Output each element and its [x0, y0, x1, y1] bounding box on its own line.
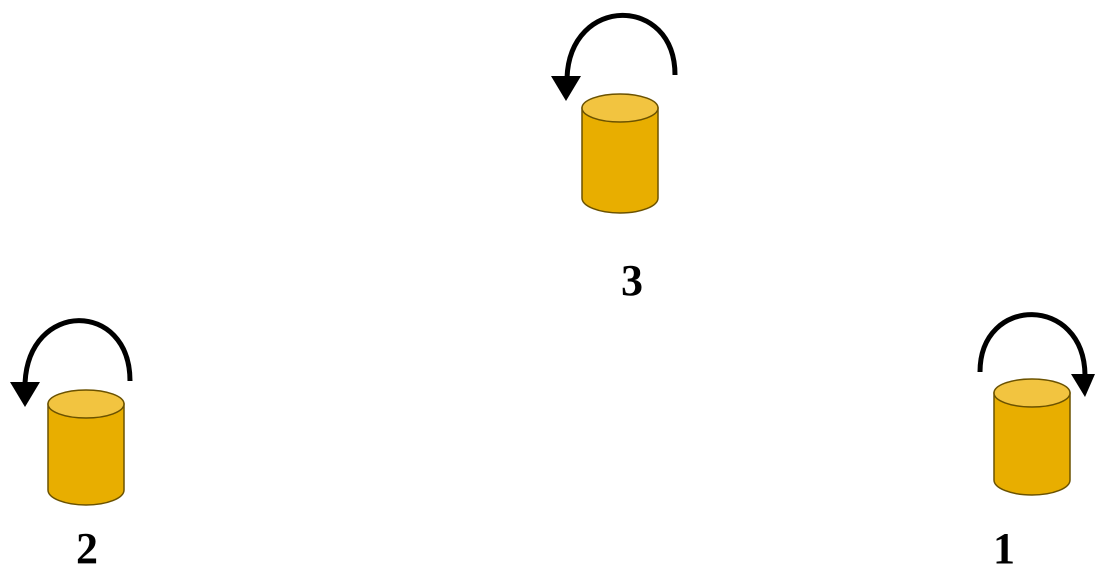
- cylinder-icon: [993, 378, 1071, 496]
- cylinder-body: [993, 392, 1071, 496]
- cylinder-icon: [47, 389, 125, 506]
- cylinder-top: [993, 378, 1071, 408]
- cylinder-icon: [581, 93, 659, 214]
- node-2: 2: [10, 318, 133, 564]
- cylinder-top: [581, 93, 659, 123]
- node-3: 3: [551, 13, 678, 305]
- arrow-head: [10, 382, 40, 407]
- node-label: 1: [993, 524, 1015, 564]
- node-1: 1: [977, 312, 1095, 564]
- cylinder-body: [581, 107, 659, 214]
- curved-arrow-icon: [977, 312, 1088, 376]
- arrow-head: [1071, 374, 1095, 397]
- curved-arrow-icon: [22, 318, 133, 385]
- arrow-head: [551, 76, 581, 101]
- node-label: 3: [621, 256, 643, 305]
- cylinder-body: [47, 403, 125, 506]
- cylinder-top: [47, 389, 125, 419]
- node-label: 2: [76, 524, 98, 564]
- curved-arrow-icon: [564, 13, 678, 79]
